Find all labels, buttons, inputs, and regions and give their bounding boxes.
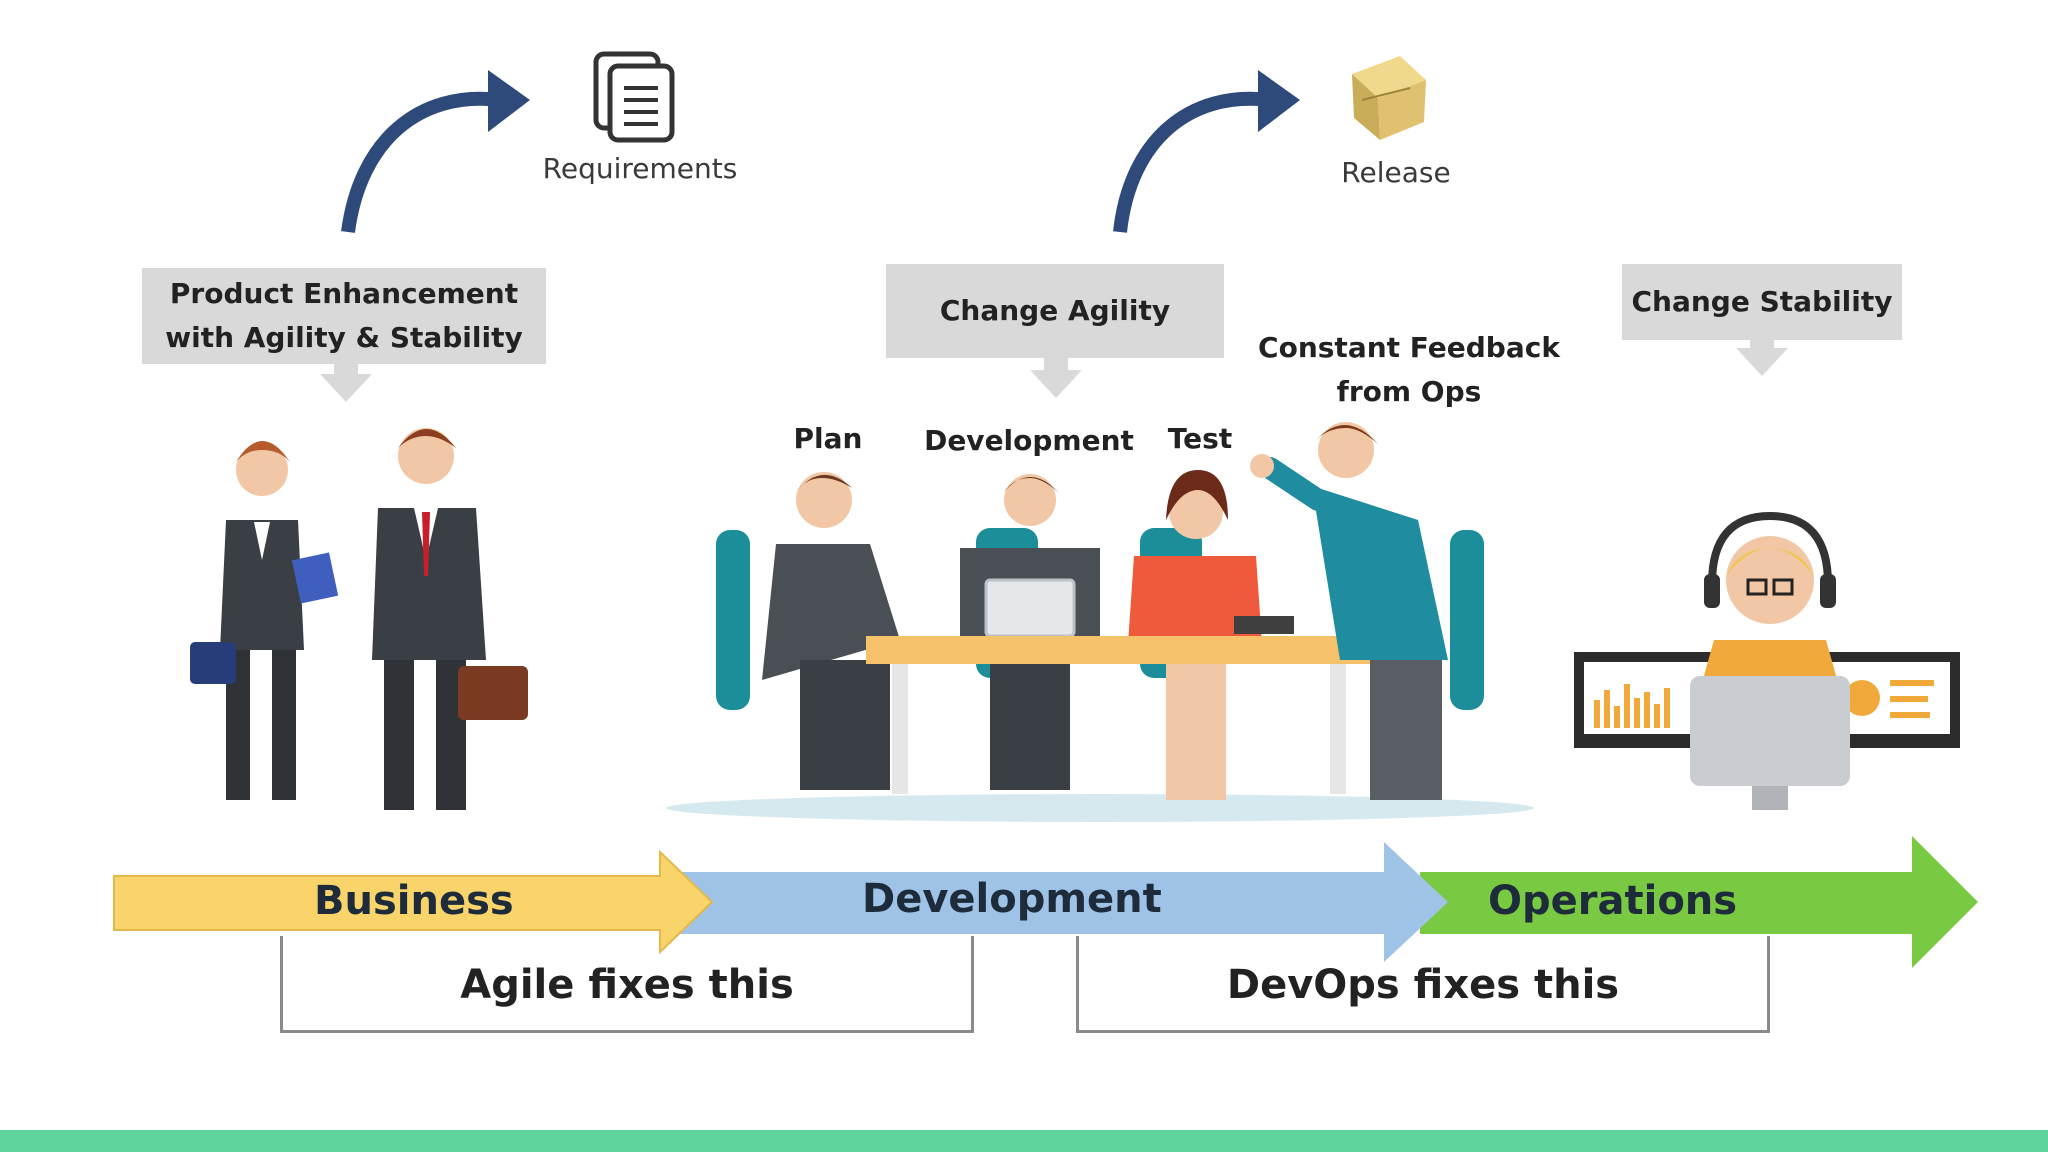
stage-label-business: Business (314, 878, 514, 924)
bracket-agile-text: Agile fixes this (460, 962, 794, 1008)
callout-change-agility: Change Agility (886, 264, 1224, 358)
team-label-test: Test (1167, 422, 1233, 455)
stage-arrow-operations (1420, 836, 1978, 968)
callout-product-arrow (320, 374, 372, 402)
bracket-devops: DevOps fixes this (1076, 936, 1770, 1033)
curve-arrow-requirements (341, 70, 530, 233)
meeting-scene (666, 422, 1534, 822)
stage-arrow-business (113, 849, 714, 955)
team-label-development: Development (924, 424, 1134, 457)
release-label: Release (1341, 156, 1451, 189)
stage-label-operations: Operations (1488, 878, 1738, 924)
callout-change-stability-text: Change Stability (1631, 285, 1893, 318)
callout-product-enhancement: Product Enhancement with Agility & Stabi… (142, 268, 546, 364)
operations-scene (1574, 511, 1960, 810)
curve-arrow-release (1113, 70, 1300, 233)
team-label-feedback: Constant Feedback from Ops (1258, 331, 1560, 408)
callout-product-enhancement-text: Product Enhancement with Agility & Stabi… (165, 277, 523, 354)
stage-label-development: Development (862, 876, 1162, 922)
callout-product-stem (334, 364, 358, 374)
bracket-devops-text: DevOps fixes this (1226, 962, 1620, 1008)
callout-agility-stem (1044, 358, 1068, 370)
callout-stability-stem (1750, 340, 1774, 348)
footer-bar (0, 1130, 2048, 1152)
businessman-figure (372, 428, 528, 810)
businesswoman-figure (190, 441, 339, 800)
stage-arrow-development (680, 842, 1448, 962)
requirements-label: Requirements (542, 152, 738, 185)
callout-change-agility-text: Change Agility (939, 294, 1171, 327)
callout-change-stability: Change Stability (1622, 264, 1902, 340)
package-icon (1352, 56, 1426, 140)
callout-stability-arrow (1736, 348, 1788, 376)
documents-icon (593, 51, 675, 143)
callout-agility-arrow (1030, 370, 1082, 398)
bracket-agile: Agile fixes this (280, 936, 974, 1033)
team-label-plan: Plan (793, 422, 863, 455)
